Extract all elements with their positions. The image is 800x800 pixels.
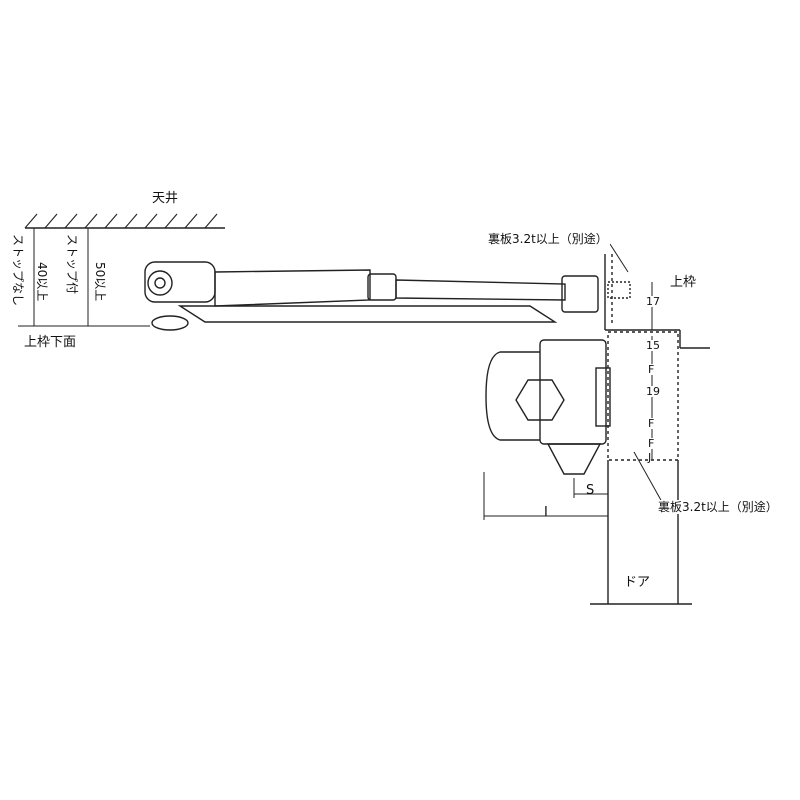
- back-plate-top-label: 裏板3.2t以上（別途）: [486, 232, 610, 246]
- dim-17: 17: [646, 295, 660, 308]
- arm-lower-pivot: [151, 315, 189, 331]
- arm-adjust-nut: [367, 273, 397, 301]
- dim-f-2: F: [648, 417, 655, 430]
- with-stop-label: ストップ付: [65, 234, 79, 295]
- back-plate-bottom-label: 裏板3.2t以上（別途）: [656, 500, 780, 514]
- dim-f-3: F: [648, 437, 655, 450]
- arm-pivot: [147, 270, 173, 296]
- door-section: [590, 331, 692, 605]
- with-stop-dim-label: 50以上: [93, 262, 107, 302]
- leader-bottom: [633, 451, 663, 503]
- leader-top: [609, 243, 629, 273]
- no-stop-label: ストップなし: [11, 234, 25, 307]
- dim-19: 19: [646, 385, 660, 398]
- upper-frame-section: [604, 254, 710, 349]
- dim-s: S: [586, 483, 595, 498]
- back-plate: [607, 331, 679, 461]
- closer-body: [485, 339, 611, 475]
- no-stop-dim-label: 40以上: [35, 262, 49, 302]
- dim-f-1: F: [648, 363, 655, 376]
- hex-nut: [515, 379, 565, 421]
- closer-arm: [144, 261, 599, 331]
- upper-frame-label: 上枠: [670, 275, 697, 290]
- ceiling-label: 天井: [152, 191, 179, 206]
- dim-15: 15: [646, 339, 660, 352]
- arm-bracket: [561, 275, 599, 313]
- dim-j: J: [648, 451, 652, 464]
- dim-i: I: [544, 505, 548, 520]
- ceiling-hatching: [24, 213, 218, 229]
- frame-bottom-label: 上枠下面: [24, 335, 77, 350]
- dimension-lines: [483, 282, 653, 520]
- closer-tip: [546, 443, 602, 475]
- door-label: ドア: [624, 575, 651, 590]
